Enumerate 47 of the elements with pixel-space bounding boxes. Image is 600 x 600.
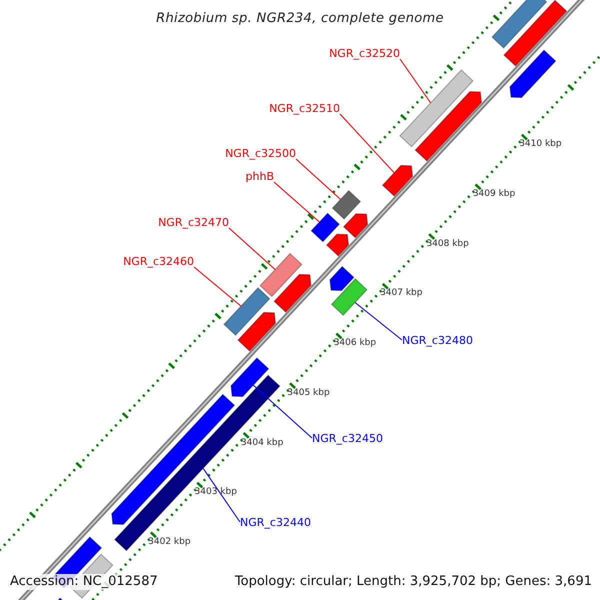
scale-label: 3408 kbp (426, 238, 469, 250)
gene-block (509, 49, 556, 98)
gene-label: NGR_c32500 (225, 147, 296, 160)
gene-label: NGR_c32480 (402, 334, 473, 347)
scale-label: 3404 kbp (240, 438, 284, 449)
gene-label: NGR_c32460 (123, 255, 194, 268)
gene-block (414, 91, 482, 162)
gene-label: phhB (246, 170, 274, 183)
scale-label: 3406 kbp (334, 338, 376, 350)
scale-label: 3407 kbp (380, 288, 422, 300)
gene-label: NGR_c32520 (329, 47, 400, 60)
leader-line (274, 182, 320, 222)
gene-block (326, 234, 350, 257)
leader-line (194, 266, 242, 307)
gene-block (237, 312, 276, 352)
gene-label: NGR_c32510 (269, 102, 340, 115)
gene-bar (503, 0, 568, 67)
scale-label: 3410 kbp (519, 139, 562, 150)
gene-label: NGR_c32470 (158, 216, 229, 229)
scale-label: 3403 kbp (194, 487, 237, 498)
gene-block (342, 213, 368, 238)
leader-line (354, 302, 402, 340)
gene-bar (330, 278, 368, 316)
gene-block (382, 164, 414, 197)
gene-bar (223, 287, 270, 336)
gene-label: NGR_c32440 (240, 516, 311, 529)
leader-line (252, 384, 312, 438)
gene-bar (259, 252, 302, 298)
footer-text: Topology: circular; Length: 3,925,702 bp; Genes: 3,691 (232, 574, 594, 590)
scale-label: 3409 kbp (472, 188, 516, 200)
scale-label: 3405 kbp (287, 388, 330, 399)
title: Rhizobium sp. NGR234, complete genome (155, 10, 445, 28)
gene-block (111, 394, 236, 525)
leader-line (296, 158, 341, 200)
leader-line (228, 228, 276, 270)
gene-block (329, 266, 355, 292)
gene-block (230, 357, 270, 398)
gene-bar (399, 69, 474, 148)
gene-block (273, 274, 312, 313)
leader-line (340, 114, 395, 174)
leader-line (202, 468, 240, 522)
gene-label: NGR_c32450 (312, 432, 383, 445)
gene-bar (310, 212, 340, 242)
gene-bar (491, 0, 548, 49)
scale-label: 3402 kbp (148, 536, 191, 548)
footer-text: Accession: NC_012587 (8, 574, 160, 590)
gene-bar (332, 190, 362, 220)
